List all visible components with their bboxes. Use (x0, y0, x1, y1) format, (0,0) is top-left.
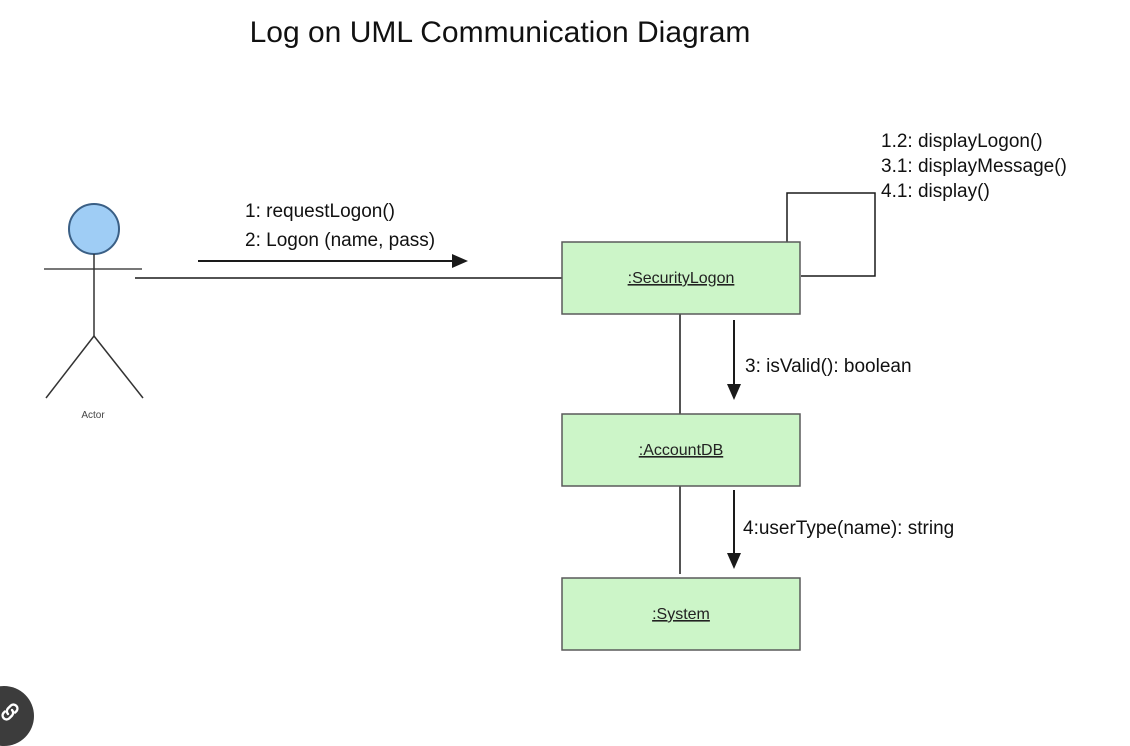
object-accountdb-label: :AccountDB (639, 442, 723, 459)
arrowhead-right-icon (452, 254, 468, 268)
message-display-message: 3.1: displayMessage() (881, 156, 1067, 177)
arrowhead-down-icon (727, 384, 741, 400)
actor-head (68, 203, 120, 255)
message-logon: 2: Logon (name, pass) (245, 230, 435, 251)
object-securitylogon-label: :SecurityLogon (628, 270, 735, 287)
message-request-logon: 1: requestLogon() (245, 201, 395, 222)
diagram-title: Log on UML Communication Diagram (250, 16, 751, 49)
message-display: 4.1: display() (881, 181, 990, 202)
actor-label: Actor (81, 410, 105, 421)
actor-figure (44, 203, 144, 399)
object-system: :System (561, 577, 801, 651)
message-user-type: 4:userType(name): string (743, 518, 954, 539)
actor-left-leg (45, 335, 95, 399)
arrowhead-down-icon (727, 553, 741, 569)
message-is-valid: 3: isValid(): boolean (745, 356, 912, 377)
object-accountdb: :AccountDB (561, 413, 801, 487)
actor-right-leg (93, 335, 144, 399)
object-system-label: :System (652, 606, 710, 623)
message-display-logon: 1.2: displayLogon() (881, 131, 1043, 152)
self-loop-securitylogon (786, 192, 876, 277)
chain-link-icon (1, 703, 19, 721)
object-securitylogon: :SecurityLogon (561, 241, 801, 315)
